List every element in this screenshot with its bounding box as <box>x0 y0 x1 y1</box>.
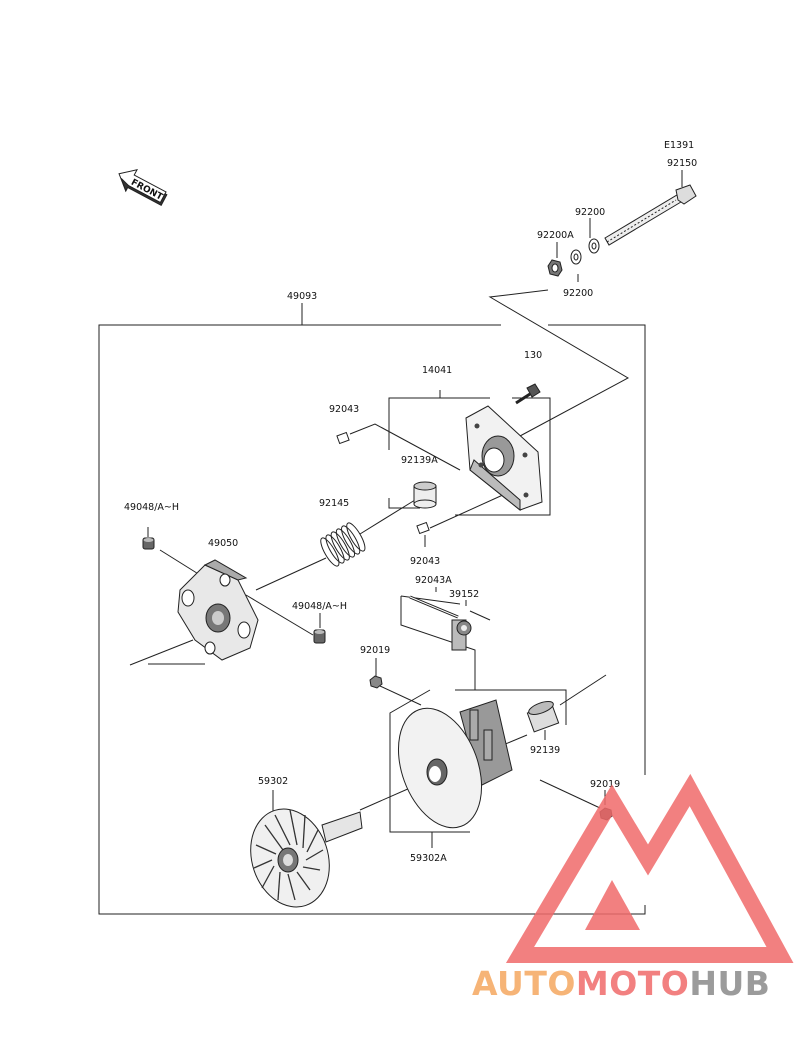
washer-92200-icon <box>588 238 600 254</box>
bushing-92139-icon <box>526 701 560 733</box>
label-59302a: 59302A <box>410 853 447 864</box>
cover-14041-icon <box>465 405 543 512</box>
label-92139: 92139 <box>530 745 560 756</box>
label-92200a: 92200A <box>537 230 574 241</box>
front-arrow-icon: FRONT <box>118 169 168 206</box>
label-49048-left: 49048/A~H <box>124 502 179 513</box>
weight-49048-left-icon <box>142 537 155 550</box>
label-92043-top: 92043 <box>329 404 359 415</box>
part-labels: E1391 92150 92200 92200A 92200 49093 140… <box>124 140 697 864</box>
label-49048-right: 49048/A~H <box>292 601 347 612</box>
label-92139a: 92139A <box>401 455 438 466</box>
label-39152: 39152 <box>449 589 479 600</box>
label-92145: 92145 <box>319 498 349 509</box>
spider-49050-icon <box>177 559 259 661</box>
label-130: 130 <box>524 350 542 361</box>
pin-92043-mid-icon <box>416 521 430 535</box>
spring-92145-icon <box>320 522 366 567</box>
weight-49048-right-icon <box>313 629 326 644</box>
label-92200-bottom: 92200 <box>563 288 593 299</box>
bolt-92150-icon <box>604 184 697 246</box>
bushing-92139a-icon <box>413 481 437 509</box>
label-59302: 59302 <box>258 776 288 787</box>
sheave-59302a-icon <box>397 699 513 829</box>
label-92019-left: 92019 <box>360 645 390 656</box>
label-49050: 49050 <box>208 538 238 549</box>
label-92043a: 92043A <box>415 575 452 586</box>
label-92150: 92150 <box>667 158 697 169</box>
watermark-auto: AUTO <box>472 964 576 1003</box>
sheave-59302-icon <box>250 808 363 908</box>
assembly-box <box>98 303 646 915</box>
pin-92043a-icon <box>409 595 459 619</box>
label-92200-top: 92200 <box>575 207 605 218</box>
pin-92043-top-icon <box>336 431 350 445</box>
watermark-hub: HUB <box>689 964 770 1003</box>
label-e1391: E1391 <box>664 140 694 151</box>
bolt-130-icon <box>515 383 541 405</box>
label-49093: 49093 <box>287 291 317 302</box>
washer-92200-lower-icon <box>570 249 582 265</box>
nut-92200a-icon <box>547 259 563 277</box>
leader-lines <box>129 170 683 848</box>
watermark-logo: AUTOMOTOHUB <box>472 773 794 1003</box>
label-92019-right: 92019 <box>590 779 620 790</box>
label-92043-mid: 92043 <box>410 556 440 567</box>
bracket-39152-icon <box>451 619 472 651</box>
label-14041: 14041 <box>422 365 452 376</box>
svg-text:AUTOMOTOHUB: AUTOMOTOHUB <box>472 964 770 1003</box>
watermark-moto: MOTO <box>576 964 689 1003</box>
nut-92019-left-icon <box>369 675 383 689</box>
